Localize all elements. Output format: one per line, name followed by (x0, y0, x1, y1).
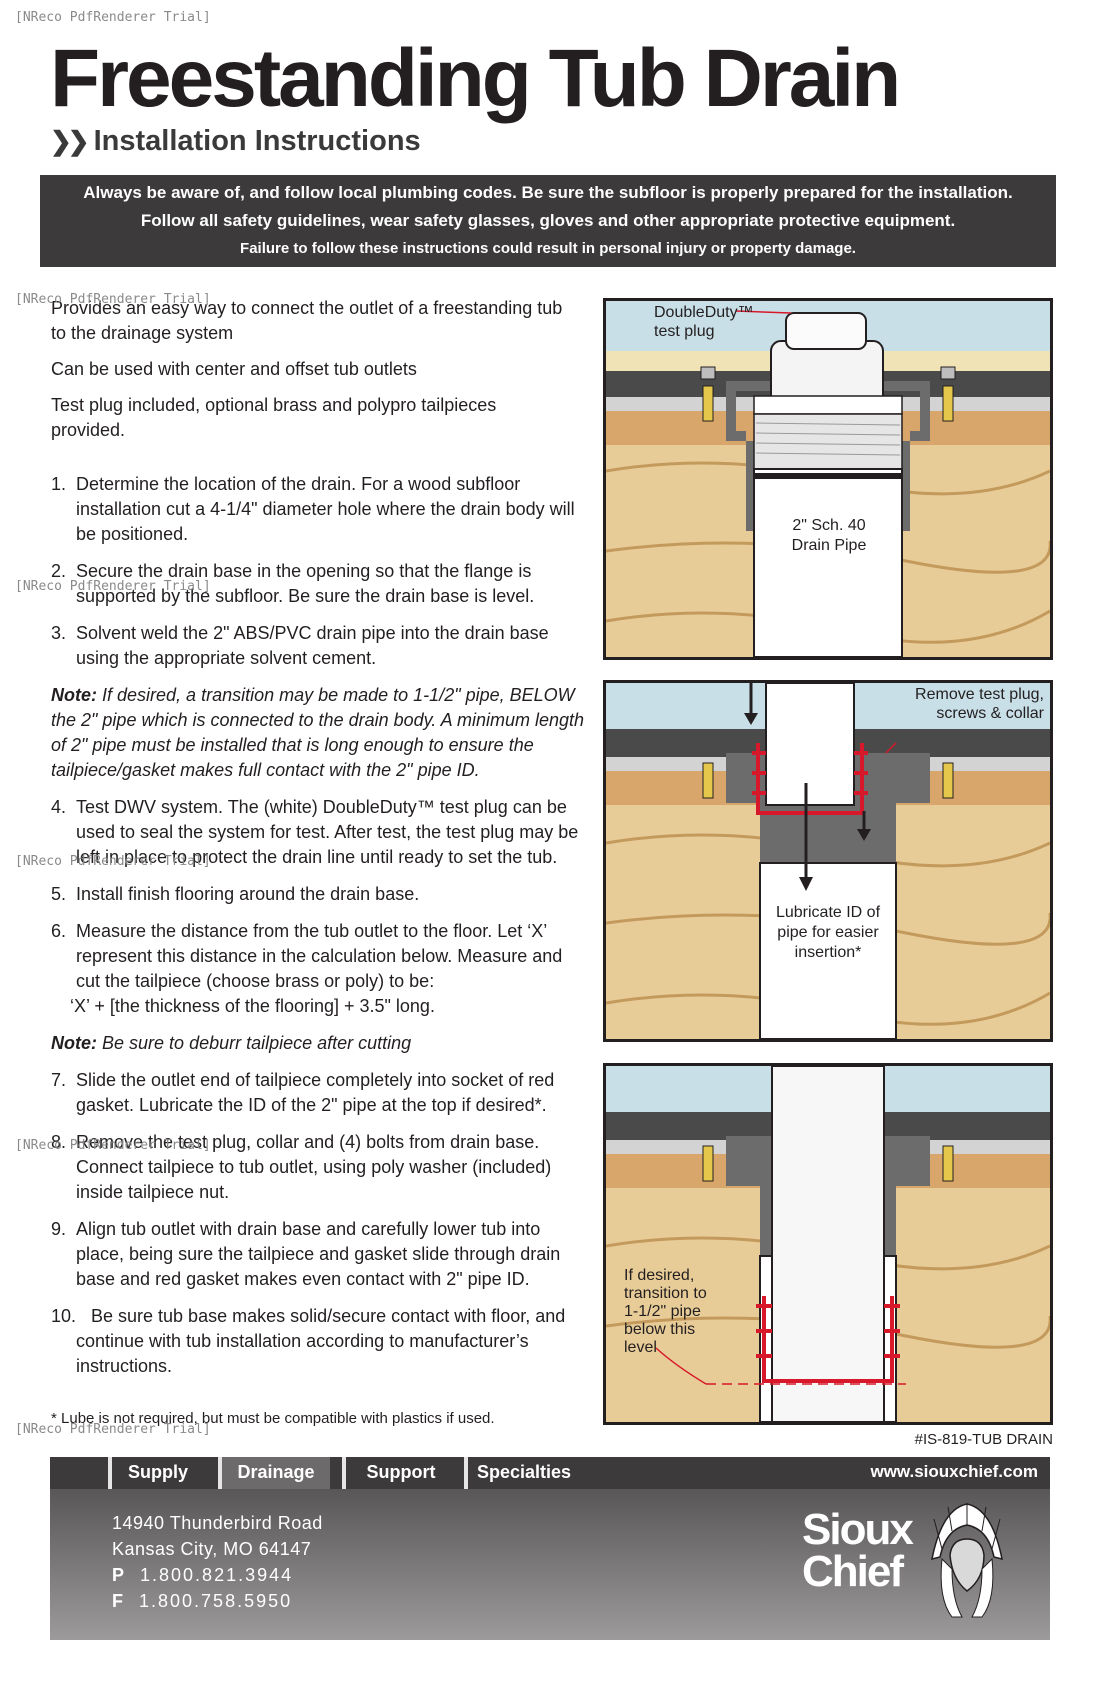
watermark: [NReco PdfRenderer Trial] (15, 854, 211, 869)
feature-item: Provides an easy way to connect the outl… (51, 298, 563, 343)
website-link[interactable]: www.siouxchief.com (870, 1462, 1038, 1481)
watermark: [NReco PdfRenderer Trial] (15, 579, 211, 594)
label-remove-plug: Remove test plug, (915, 686, 1044, 703)
step-text: Measure the distance from the tub outlet… (76, 921, 563, 991)
label-screws-collar: screws & collar (936, 705, 1044, 722)
page-subtitle: ❯❯Installation Instructions (50, 125, 421, 158)
step-number: 7. (51, 1070, 67, 1090)
note-text: Be sure to deburr tailpiece after cuttin… (102, 1033, 412, 1053)
watermark: [NReco PdfRenderer Trial] (15, 1138, 211, 1153)
address-line: 14940 Thunderbird Road (112, 1513, 323, 1533)
tab-specialties[interactable]: Specialties (464, 1457, 580, 1489)
logo-word: Sioux (802, 1505, 914, 1554)
step-item: 7. Slide the outlet end of tailpiece comp… (51, 1068, 591, 1118)
label-transition-4: below this (624, 1321, 696, 1338)
phone-number: 1.800.821.3944 (140, 1565, 294, 1585)
step-item: 4. Test DWV system. The (white) DoubleDut… (51, 795, 591, 870)
diagram-1-illustration (606, 301, 1050, 657)
diagram-3-illustration (606, 1066, 1050, 1422)
fax-label: F (112, 1591, 125, 1611)
phone-label: P (112, 1565, 127, 1585)
label-doubleduty: DoubleDuty™ (654, 304, 754, 321)
address-line: Kansas City, MO 64147 (112, 1539, 312, 1559)
diagram-2-illustration (606, 683, 1050, 1039)
watermark: [NReco PdfRenderer Trial] (15, 1422, 211, 1437)
label-test-plug: test plug (654, 323, 715, 340)
fax-number: 1.800.758.5950 (139, 1591, 293, 1611)
step-text: Solvent weld the 2" ABS/PVC drain pipe i… (76, 623, 549, 668)
footnote: * Lube is not required, but must be comp… (51, 1410, 495, 1427)
step-number: 10. (51, 1306, 77, 1326)
step-text: Install finish flooring around the drain… (76, 884, 420, 904)
step-text: Determine the location of the drain. For… (76, 474, 575, 544)
logo-word: Chief (802, 1547, 904, 1596)
step-item: 10.Be sure tub base makes solid/secure c… (51, 1304, 591, 1379)
step-text: Be sure tub base makes solid/secure cont… (76, 1306, 566, 1376)
label-transition-2: transition to (624, 1285, 707, 1302)
diagram-transition: If desired, transition to 1-1/2" pipe be… (603, 1063, 1053, 1425)
note-label: Note: (51, 685, 97, 705)
fax: F 1.800.758.5950 (112, 1588, 323, 1614)
safety-warning-bar: Always be aware of, and follow local plu… (40, 175, 1056, 267)
step-number: 2. (51, 561, 67, 581)
step-item: 3. Solvent weld the 2" ABS/PVC drain pipe… (51, 621, 591, 671)
step-text: Secure the drain base in the opening so … (76, 561, 535, 606)
company-address: 14940 Thunderbird Road Kansas City, MO 6… (112, 1510, 323, 1614)
watermark: [NReco PdfRenderer Trial] (15, 10, 211, 25)
tab-supply[interactable]: Supply (108, 1457, 204, 1489)
step-item: 8. Remove the test plug, collar and (4) b… (51, 1130, 591, 1205)
warning-line: Follow all safety guidelines, wear safet… (140, 211, 956, 230)
chief-headdress-icon (931, 1503, 1003, 1618)
instruction-steps: 1. Determine the location of the drain. F… (51, 472, 591, 1391)
step-item: 9. Align tub outlet with drain base and c… (51, 1217, 591, 1292)
diagram-test-plug: DoubleDuty™ test plug 2" Sch. 40 Drain P… (603, 298, 1053, 660)
label-lubricate: Lubricate ID of (775, 904, 881, 921)
feature-item: Can be used with center and offset tub o… (51, 359, 417, 379)
step-item: 6. Measure the distance from the tub outl… (51, 919, 591, 1019)
footer: Supply Drainage Support Specialties www.… (50, 1457, 1050, 1640)
note-label: Note: (51, 1033, 97, 1053)
feature-item: Test plug included, optional brass and p… (51, 395, 497, 440)
step-number: 1. (51, 474, 67, 494)
tab-support[interactable]: Support (342, 1457, 456, 1489)
label-lubricate-3: insertion* (794, 944, 862, 961)
page-title: Freestanding Tub Drain (50, 33, 901, 124)
phone: P 1.800.821.3944 (112, 1562, 323, 1588)
step-number: 4. (51, 797, 67, 817)
double-chevron-icon: ❯❯ (50, 126, 90, 156)
step-number: 3. (51, 623, 67, 643)
step-item: 5. Install finish flooring around the dra… (51, 882, 591, 907)
label-transition-5: level (624, 1339, 657, 1356)
step-text: Align tub outlet with drain base and car… (76, 1219, 561, 1289)
label-transition-3: 1-1/2" pipe (624, 1303, 701, 1320)
warning-line: Failure to follow these instructions cou… (240, 240, 856, 257)
watermark: [NReco PdfRenderer Trial] (15, 292, 211, 307)
label-transition: If desired, (624, 1267, 695, 1284)
note-text: If desired, a transition may be made to … (51, 685, 585, 780)
step-formula: ‘X’ + [the thickness of the flooring] + … (70, 996, 435, 1016)
label-drain-pipe: Drain Pipe (791, 537, 867, 554)
step-number: 9. (51, 1219, 67, 1239)
note: Note: If desired, a transition may be ma… (51, 683, 591, 783)
label-lubricate-2: pipe for easier (777, 924, 879, 941)
step-text: Test DWV system. The (white) DoubleDuty™… (76, 797, 579, 867)
intro-features: Provides an easy way to connect the outl… (51, 296, 571, 454)
label-pipe-size: 2" Sch. 40 (792, 517, 866, 534)
step-text: Remove the test plug, collar and (4) bol… (76, 1132, 552, 1202)
warning-line: Always be aware of, and follow local plu… (83, 183, 1013, 202)
step-number: 6. (51, 921, 67, 941)
document-number: #IS-819-TUB DRAIN (914, 1431, 1053, 1448)
step-number: 5. (51, 884, 67, 904)
category-tabs: Supply Drainage Support Specialties www.… (50, 1457, 1050, 1489)
step-number: 8. (51, 1132, 67, 1152)
step-item: 2. Secure the drain base in the opening s… (51, 559, 591, 609)
diagram-remove-plug: Remove test plug, screws & collar Lubric… (603, 680, 1053, 1042)
step-text: Slide the outlet end of tailpiece comple… (76, 1070, 555, 1115)
tab-drainage[interactable]: Drainage (218, 1457, 330, 1489)
step-item: 1. Determine the location of the drain. F… (51, 472, 591, 547)
note: Note: Be sure to deburr tailpiece after … (51, 1031, 591, 1056)
subtitle-text: Installation Instructions (93, 125, 421, 157)
